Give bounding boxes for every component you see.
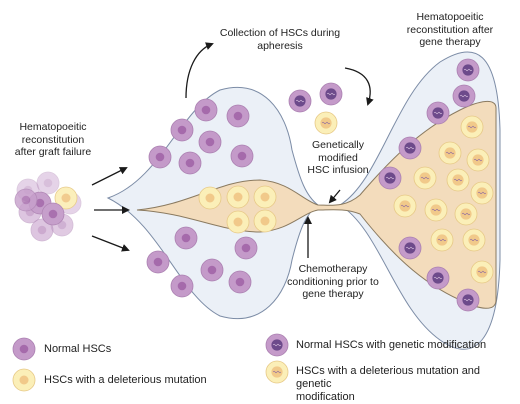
apheresis-collected-cells <box>288 82 343 135</box>
modified-normal-cell <box>288 89 312 113</box>
legend-mutation-modified-label: HSCs with a deleterious mutation and gen… <box>296 365 481 403</box>
arrows <box>91 42 374 258</box>
modified-normal-cell <box>398 236 422 260</box>
normal-cell <box>148 145 172 169</box>
modified-normal-cell <box>456 58 480 82</box>
normal-cell <box>194 98 218 122</box>
legend-mutant-modified-swatch <box>265 360 289 384</box>
arrow-to-upper-niche <box>91 167 128 186</box>
modified-mutant-cell <box>438 141 462 165</box>
normal-cell <box>174 226 198 250</box>
legend-normal-label: Normal HSCs <box>44 343 112 355</box>
arrow-to-lower-niche <box>91 235 130 252</box>
modified-normal-cell <box>319 82 343 106</box>
modified-mutant-cell <box>466 148 490 172</box>
arrow-collection-in <box>344 67 374 106</box>
modified-mutant-cell <box>460 115 484 139</box>
arrow-infusion <box>328 189 341 204</box>
normal-cell <box>228 270 252 294</box>
modified-mutant-cell <box>314 111 338 135</box>
legend-normal-modified-label: Normal HSCs with genetic modification <box>296 339 487 351</box>
modified-mutant-cell <box>430 228 454 252</box>
modified-normal-cell <box>452 84 476 108</box>
modified-mutant-cell <box>454 202 478 226</box>
modified-normal-cell <box>456 288 480 312</box>
normal-cell <box>178 151 202 175</box>
normal-cell <box>234 236 258 260</box>
cluster-cell <box>14 188 38 212</box>
cluster-cell <box>36 171 60 195</box>
mutant-cell <box>226 210 250 234</box>
legend-mutation-label: HSCs with a deleterious mutation <box>44 374 207 386</box>
modified-mutant-cell <box>413 166 437 190</box>
normal-cell <box>226 104 250 128</box>
modified-mutant-cell <box>393 194 417 218</box>
modified-normal-cell <box>378 166 402 190</box>
graft-failure-cell-cluster <box>14 171 82 242</box>
normal-cell <box>230 144 254 168</box>
normal-cell <box>170 118 194 142</box>
normal-cell <box>198 130 222 154</box>
label-after-gene-therapy: Hematopoeitic reconstitution after gene … <box>406 11 494 48</box>
mutant-cell <box>253 209 277 233</box>
legend-normal-swatch <box>12 337 36 361</box>
modified-normal-cell <box>426 266 450 290</box>
modified-normal-cell <box>426 101 450 125</box>
label-graft-failure: Hematopoeitic reconstitution after graft… <box>14 121 92 158</box>
modified-mutant-cell <box>470 181 494 205</box>
modified-mutant-cell <box>424 198 448 222</box>
mutant-cell <box>226 185 250 209</box>
modified-mutant-cell <box>470 260 494 284</box>
label-conditioning: Chemotherapy conditioning prior to gene … <box>287 263 379 300</box>
cluster-cell <box>41 202 65 226</box>
modified-mutant-cell <box>446 168 470 192</box>
normal-cell <box>146 250 170 274</box>
label-infusion: Genetically modified HSC infusion <box>307 139 369 176</box>
mutant-cell <box>198 186 222 210</box>
legend-normal-modified-swatch <box>265 333 289 357</box>
normal-cell <box>170 274 194 298</box>
arrow-collection-out <box>185 42 214 99</box>
modified-normal-cell <box>398 136 422 160</box>
label-collection: Collection of HSCs during apheresis <box>219 27 341 52</box>
mutant-cell <box>253 185 277 209</box>
legend-mutant-swatch <box>12 368 36 392</box>
normal-cell <box>200 258 224 282</box>
modified-mutant-cell <box>462 228 486 252</box>
